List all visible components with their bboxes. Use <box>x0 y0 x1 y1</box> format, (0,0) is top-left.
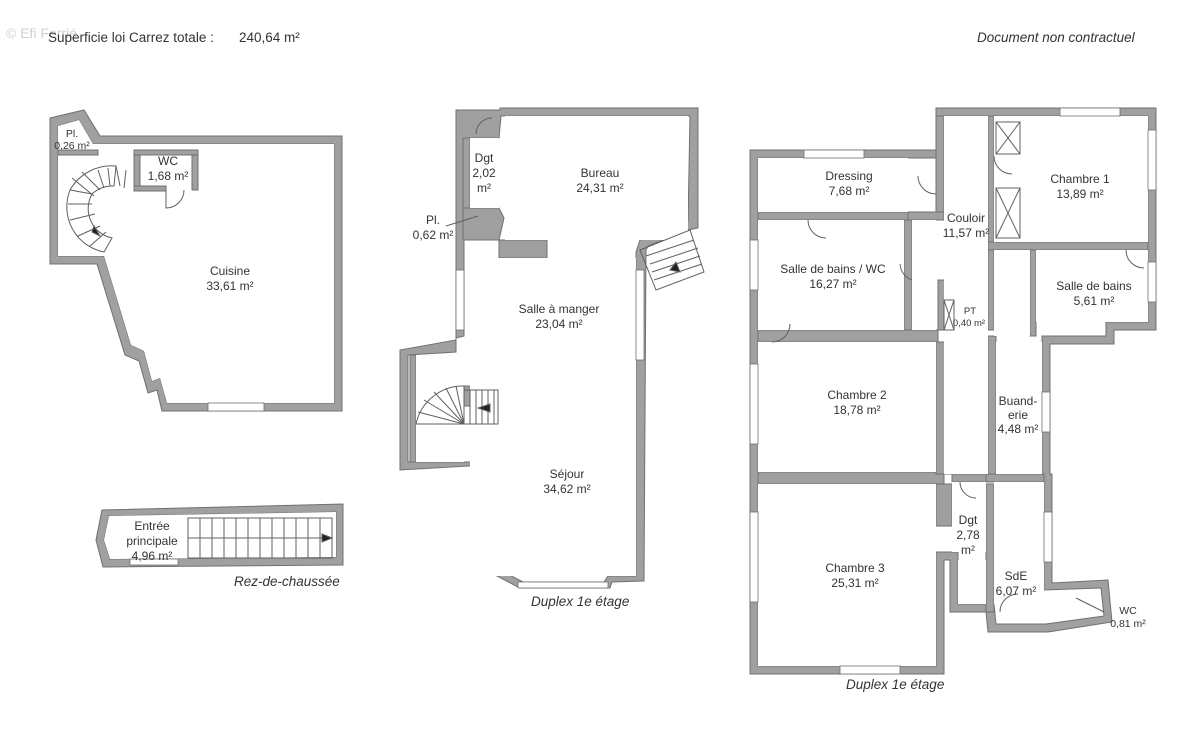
sdb-area: 5,61 m² <box>1074 294 1115 308</box>
buanderie-left-wall <box>987 335 997 475</box>
cuisine-area: 33,61 m² <box>206 279 253 293</box>
sejour-area: 34,62 m² <box>543 482 590 496</box>
door-sde <box>999 593 1019 613</box>
dgt2-name: Dgt <box>959 513 978 527</box>
door-ch2 <box>771 323 791 343</box>
pt-box <box>943 299 955 331</box>
placard-duplex-pointer <box>445 215 479 227</box>
sejour-name: Séjour <box>550 467 585 481</box>
door-ch1 <box>993 155 1013 175</box>
sde-area: 6,07 m² <box>996 584 1037 598</box>
wc-rdc-area: 1,68 m² <box>148 169 189 183</box>
bureau-area: 24,31 m² <box>576 181 623 195</box>
couloir-wall-right <box>987 115 995 331</box>
chambre3-area: 25,31 m² <box>831 576 878 590</box>
chambre2-name: Chambre 2 <box>827 388 887 402</box>
bureau-name: Bureau <box>581 166 620 180</box>
pt-name: PT <box>964 306 976 317</box>
buanderie-area: 4,48 m² <box>998 422 1039 436</box>
chambre3-name: Chambre 3 <box>825 561 885 575</box>
sde-top-wall <box>985 473 1045 483</box>
total-area-value: 240,64 m² <box>239 30 300 45</box>
sdbwc-name: Salle de bains / WC <box>780 262 886 276</box>
stair-wall <box>409 354 417 463</box>
buanderie-name-2: erie <box>1008 408 1028 422</box>
couloir-name: Couloir <box>947 211 985 225</box>
chambre2-area: 18,78 m² <box>833 403 880 417</box>
placard-rdc-area: 0,26 m² <box>54 140 90 152</box>
sdbwc-area: 16,27 m² <box>809 277 856 291</box>
dressing-wall-right <box>907 211 945 221</box>
chambre1-name: Chambre 1 <box>1050 172 1110 186</box>
sam-name: Salle à manger <box>519 302 600 316</box>
cuisine-name: Cuisine <box>210 264 250 278</box>
caption-duplex-middle: Duplex 1e étage <box>531 594 630 609</box>
pt-area: 0,40 m² <box>953 318 985 329</box>
door-sdbwc <box>807 219 827 239</box>
total-area-label: Superficie loi Carrez totale : <box>48 30 214 45</box>
couloir-area: 11,57 m² <box>943 226 989 240</box>
wc-duplex-name: WC <box>1119 605 1137 617</box>
sde-name: SdE <box>1005 569 1028 583</box>
bureau-stair <box>639 229 705 291</box>
watermark: © Efi Ferrié <box>6 25 77 41</box>
buanderie-name-1: Buand- <box>999 394 1038 408</box>
dgt1-name: Dgt <box>475 151 494 165</box>
entree-area: 4,96 m² <box>132 549 173 563</box>
placard-duplex-wall <box>462 207 505 241</box>
placard-duplex-area: 0,62 m² <box>413 228 454 242</box>
wc-rdc-wall-right <box>191 149 199 191</box>
door-wc-rdc <box>165 189 185 209</box>
couloir-wall-left <box>935 115 945 217</box>
sam-area: 23,04 m² <box>535 317 582 331</box>
disclaimer: Document non contractuel <box>977 30 1135 45</box>
ch1-bottom-wall <box>987 241 1149 251</box>
dgt1-wall <box>462 137 471 209</box>
sdb-name: Salle de bains <box>1056 279 1131 293</box>
bureau-sam-wall-r <box>498 239 548 259</box>
door-dgt1 <box>475 117 493 135</box>
dressing-name: Dressing <box>825 169 872 183</box>
wardrobe-1 <box>995 121 1021 155</box>
sde-left-wall <box>985 483 995 613</box>
dgt2-left-wall <box>935 483 953 527</box>
dgt2-area-unit: m² <box>961 543 975 557</box>
wc-rdc-wall-left <box>133 149 141 191</box>
wc-duplex-area: 0,81 m² <box>1110 618 1146 630</box>
placard-duplex-name: Pl. <box>426 213 440 227</box>
couloir-bottom-wall <box>951 473 991 483</box>
dgt1-area-value: 2,02 <box>472 166 496 180</box>
dressing-area: 7,68 m² <box>829 184 870 198</box>
door-sdbwc-right <box>899 263 913 281</box>
spiral-stair-duplex <box>415 385 465 425</box>
door-dressing <box>917 175 937 195</box>
placard-rdc-wall <box>57 149 99 156</box>
ch2-bottom-wall <box>757 471 945 485</box>
sdb-left-wall <box>1029 249 1037 337</box>
wc-rdc-wall-top <box>133 149 199 156</box>
placard-rdc-name: Pl. <box>66 128 78 140</box>
wc-rdc-wall-bottom <box>133 185 167 192</box>
dgt1-area-unit: m² <box>477 181 491 195</box>
caption-duplex-right: Duplex 1e étage <box>846 677 945 692</box>
wc-rdc-name: WC <box>158 154 178 168</box>
door-sdb <box>1125 249 1145 269</box>
door-dgt2 <box>959 481 977 499</box>
wc-duplex-line <box>1075 597 1105 613</box>
chambre1-area: 13,89 m² <box>1056 187 1103 201</box>
caption-ground-floor: Rez-de-chaussée <box>234 574 340 589</box>
dressing-bottom-wall <box>757 211 909 221</box>
entree-name-2: principale <box>126 534 178 548</box>
dgt2-area-value: 2,78 <box>956 528 980 542</box>
entree-name-1: Entrée <box>134 519 170 533</box>
wardrobe-2 <box>995 187 1021 239</box>
